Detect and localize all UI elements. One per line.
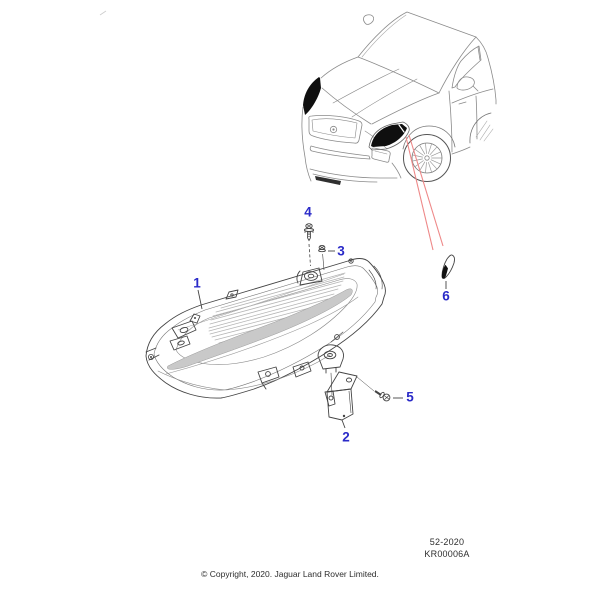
grille <box>308 114 363 144</box>
screw-4-icon <box>303 223 315 267</box>
vehicle-right-headlamp-outline <box>368 121 410 151</box>
lower-mount-post <box>317 344 344 370</box>
front-wheel <box>402 125 456 182</box>
reference-code: 52-2020 KR00006A <box>418 537 476 560</box>
artifact-mark <box>99 10 107 16</box>
fog-lamp <box>371 147 391 163</box>
screw-5-icon <box>356 376 391 402</box>
callout-2[interactable]: 2 <box>342 429 350 445</box>
callout-5[interactable]: 5 <box>406 389 414 405</box>
vehicle-left-headlamp <box>303 77 321 115</box>
headlamp-assembly-drawing <box>145 258 386 399</box>
copyright-text: © Copyright, 2020. Jaguar Land Rover Lim… <box>201 569 379 579</box>
drl-strip <box>166 288 353 370</box>
callout-3[interactable]: 3 <box>337 243 345 259</box>
screw-3-icon <box>318 244 326 271</box>
side-mirror <box>456 76 475 91</box>
trim-part-6-drawing <box>441 254 455 280</box>
callout-4[interactable]: 4 <box>304 204 312 220</box>
callout-6[interactable]: 6 <box>442 288 450 304</box>
section-code: 52-2020 <box>429 537 465 547</box>
vehicle-illustration <box>301 11 497 185</box>
drawing-code: KR00006A <box>424 548 470 559</box>
rear-wheel-arch <box>469 112 494 144</box>
brand-badge-icon <box>329 125 338 134</box>
highlight-leader-lines <box>405 134 444 251</box>
vehicle-right-headlamp <box>371 124 407 147</box>
mounting-bracket-drawing <box>324 371 358 421</box>
upper-mount-tab <box>299 267 323 286</box>
callout-1[interactable]: 1 <box>193 275 201 291</box>
callout-leader-lines <box>197 250 447 429</box>
